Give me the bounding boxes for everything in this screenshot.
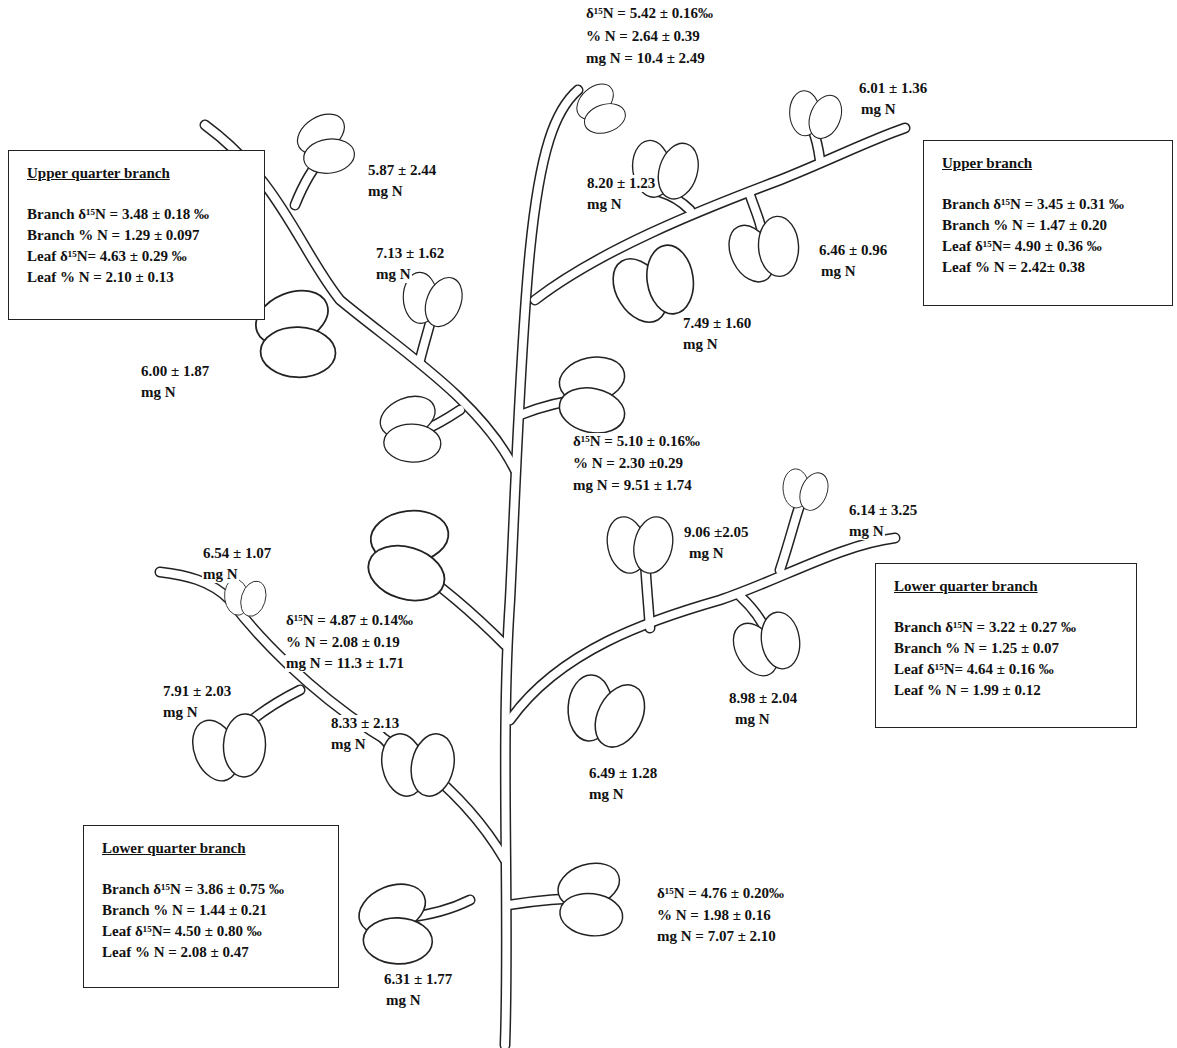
value-label: 7.49 ± 1.60	[682, 315, 752, 332]
box-value: Branch δ¹⁵N = 3.48 ± 0.18 ‰	[27, 204, 250, 225]
box-heading: Upper quarter branch	[27, 163, 250, 184]
value-label: mg N	[385, 992, 422, 1009]
box-heading: Lower quarter branch	[894, 576, 1122, 597]
annotation-box: Lower quarter branchBranch δ¹⁵N = 3.22 ±…	[875, 563, 1137, 728]
box-value: Branch % N = 1.47 ± 0.20	[942, 215, 1158, 236]
value-label: mg N	[588, 786, 625, 803]
value-label: 6.14 ± 3.25	[848, 502, 918, 519]
value-label: 6.49 ± 1.28	[588, 765, 658, 782]
box-value: Leaf δ¹⁵N= 4.50 ± 0.80 ‰	[102, 921, 324, 942]
value-label: 6.54 ± 1.07	[202, 545, 272, 562]
value-label: 6.31 ± 1.77	[383, 971, 453, 988]
box-value: Leaf % N = 2.42± 0.38	[942, 257, 1158, 278]
value-label: % N = 2.08 ± 0.19	[285, 634, 401, 651]
value-label: 7.91 ± 2.03	[162, 683, 232, 700]
box-value: Leaf % N = 2.10 ± 0.13	[27, 267, 250, 288]
box-value: Branch δ¹⁵N = 3.45 ± 0.31 ‰	[942, 194, 1158, 215]
value-label: mg N	[140, 384, 177, 401]
value-label: mg N = 7.07 ± 2.10	[656, 928, 777, 945]
value-label: 8.98 ± 2.04	[728, 690, 798, 707]
value-label: mg N	[820, 263, 857, 280]
value-label: δ¹⁵N = 4.87 ± 0.14‰	[285, 612, 414, 629]
value-label: mg N	[162, 704, 199, 721]
value-label: δ¹⁵N = 5.10 ± 0.16‰	[572, 433, 701, 450]
annotation-box: Upper quarter branchBranch δ¹⁵N = 3.48 ±…	[8, 150, 265, 320]
value-label: % N = 2.64 ± 0.39	[585, 28, 701, 45]
box-value: Leaf % N = 2.08 ± 0.47	[102, 942, 324, 963]
value-label: mg N	[848, 523, 885, 540]
value-label: 8.33 ± 2.13	[330, 715, 400, 732]
box-value: Branch δ¹⁵N = 3.86 ± 0.75 ‰	[102, 879, 324, 900]
value-label: mg N	[330, 736, 367, 753]
box-value: Branch % N = 1.25 ± 0.07	[894, 638, 1122, 659]
box-value: Leaf % N = 1.99 ± 0.12	[894, 680, 1122, 701]
value-label: mg N	[688, 545, 725, 562]
value-label: mg N	[367, 183, 404, 200]
value-label: 6.46 ± 0.96	[818, 242, 888, 259]
value-label: mg N = 9.51 ± 1.74	[572, 477, 693, 494]
annotation-box: Lower quarter branchBranch δ¹⁵N = 3.86 ±…	[83, 825, 339, 988]
annotation-box: Upper branchBranch δ¹⁵N = 3.45 ± 0.31 ‰B…	[923, 140, 1173, 306]
value-label: % N = 2.30 ±0.29	[572, 455, 684, 472]
value-label: δ¹⁵N = 5.42 ± 0.16‰	[585, 5, 714, 22]
value-label: mg N	[586, 196, 623, 213]
value-label: 6.00 ± 1.87	[140, 363, 210, 380]
value-label: 7.13 ± 1.62	[375, 245, 445, 262]
value-label: mg N = 10.4 ± 2.49	[585, 50, 706, 67]
box-value: Leaf δ¹⁵N= 4.64 ± 0.16 ‰	[894, 659, 1122, 680]
box-value: Leaf δ¹⁵N= 4.63 ± 0.29 ‰	[27, 246, 250, 267]
value-label: mg N	[682, 336, 719, 353]
box-heading: Upper branch	[942, 153, 1158, 174]
value-label: mg N = 11.3 ± 1.71	[285, 655, 405, 672]
value-label: mg N	[202, 566, 239, 583]
box-value: Branch δ¹⁵N = 3.22 ± 0.27 ‰	[894, 617, 1122, 638]
value-label: 8.20 ± 1.23	[586, 175, 656, 192]
value-label: % N = 1.98 ± 0.16	[656, 907, 772, 924]
value-label: mg N	[860, 101, 897, 118]
value-label: mg N	[734, 711, 771, 728]
box-value: Branch % N = 1.44 ± 0.21	[102, 900, 324, 921]
value-label: mg N	[375, 266, 412, 283]
value-label: 9.06 ±2.05	[683, 524, 749, 541]
value-label: δ¹⁵N = 4.76 ± 0.20‰	[656, 885, 785, 902]
box-heading: Lower quarter branch	[102, 838, 324, 859]
value-label: 5.87 ± 2.44	[367, 162, 437, 179]
value-label: 6.01 ± 1.36	[858, 80, 928, 97]
box-value: Branch % N = 1.29 ± 0.097	[27, 225, 250, 246]
box-value: Leaf δ¹⁵N= 4.90 ± 0.36 ‰	[942, 236, 1158, 257]
